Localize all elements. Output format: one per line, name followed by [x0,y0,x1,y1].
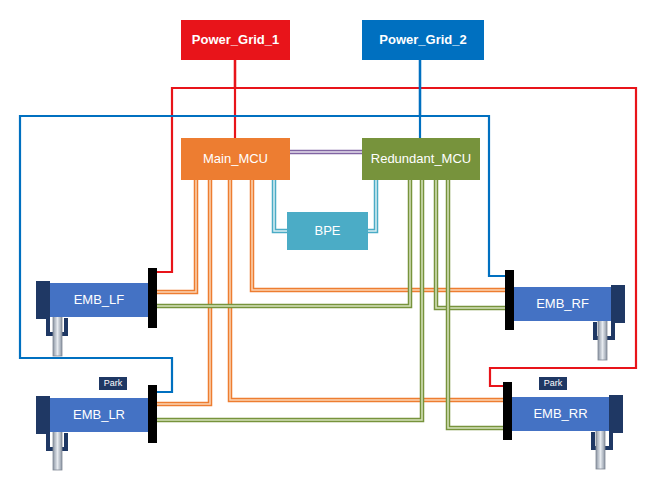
connector-group [230,180,512,400]
node-label: BPE [314,224,340,238]
actuator-box: EMB_RF [514,287,611,321]
connector-plug [503,382,512,440]
node-label: Main_MCU [203,152,268,166]
signal-bus [274,180,287,231]
signal-bus [230,180,512,400]
connector-group [235,60,636,386]
signal-bus [148,180,410,306]
signal-bus-core [230,180,512,400]
signal-bus-core [148,180,422,420]
park-tag: Park [539,377,567,390]
node-label: Power_Grid_1 [192,33,279,47]
mcu-box: Redundant_MCU [362,138,480,180]
power-line [20,60,420,392]
connector-group [368,180,376,231]
node-label: EMB_RF [536,297,589,311]
connector-group [252,180,514,290]
bpe-box: BPE [287,212,368,250]
connector-group [274,180,287,231]
actuator-illustrations [36,281,625,470]
node-label: EMB_RR [533,407,587,421]
signal-bus [252,180,514,290]
connector-group [148,180,210,404]
connector-plug [148,268,157,328]
connector-layer [20,60,636,428]
connector-group [20,60,420,392]
actuator-box: EMB_LR [50,398,148,432]
connector-group [290,152,362,153]
connector-plug [148,385,157,443]
signal-bus [148,180,422,420]
connector-group [148,180,422,420]
node-label: Redundant_MCU [371,152,471,166]
signal-bus [368,180,376,231]
power-grid-box: Power_Grid_2 [362,20,484,60]
signal-bus-core [148,180,410,306]
signal-bus-core [252,180,514,290]
signal-bus-core [274,180,287,231]
node-label: Power_Grid_2 [379,33,466,47]
power-grid-box: Power_Grid_1 [181,20,290,60]
signal-bus [148,180,210,404]
node-label: Park [544,379,563,389]
park-tag: Park [99,377,127,390]
signal-bus-core [448,180,512,428]
power-line [235,60,636,386]
signal-bus-core [148,180,210,404]
signal-bus-core [368,180,376,231]
actuator-box: EMB_RR [512,397,609,431]
actuator-box: EMB_LF [50,283,148,317]
node-label: Park [104,379,123,389]
connector-group [448,180,512,428]
connector-plug [505,270,514,330]
signal-bus-core [290,151,362,153]
node-label: EMB_LR [73,408,125,422]
mcu-box: Main_MCU [181,138,290,180]
node-label: EMB_LF [74,293,125,307]
connector-group [148,180,410,306]
signal-bus [290,150,362,155]
connector-plugs [148,268,514,443]
signal-bus [448,180,512,428]
